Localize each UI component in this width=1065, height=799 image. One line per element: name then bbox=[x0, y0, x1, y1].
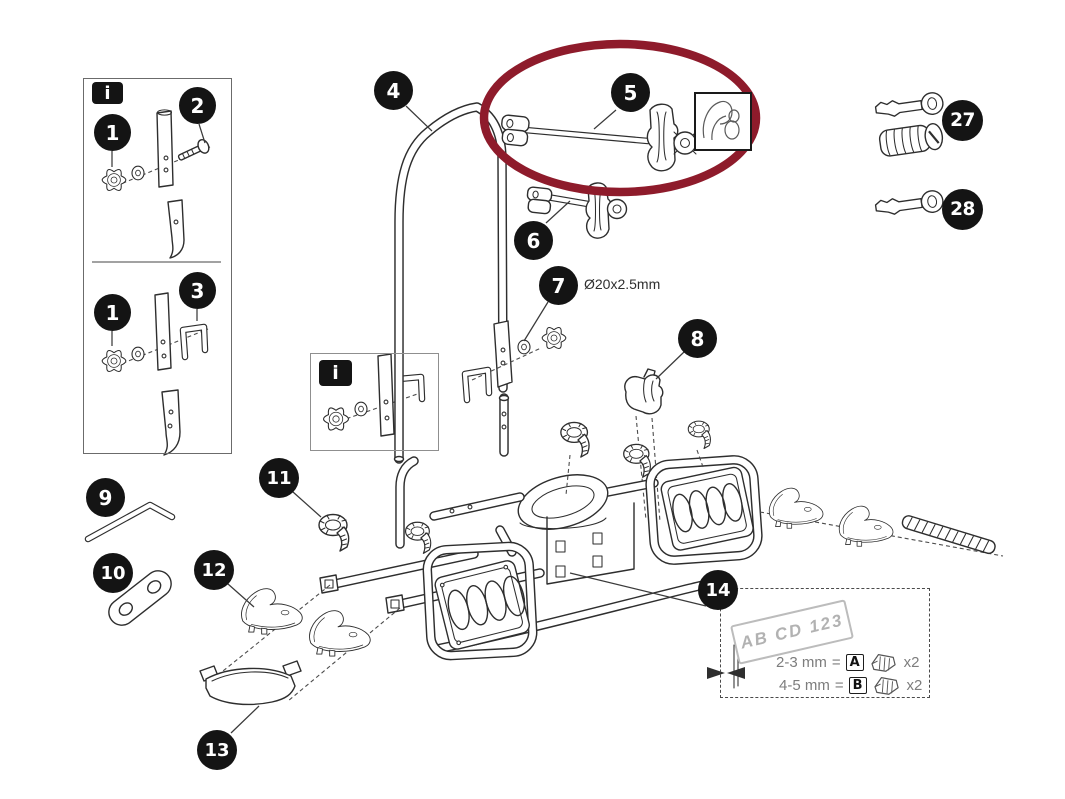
part8-bracket bbox=[624, 368, 664, 523]
callout-8: 8 bbox=[678, 319, 717, 358]
callout-4: 4 bbox=[374, 71, 413, 110]
right-exploded-parts bbox=[759, 487, 1004, 557]
part11-strap bbox=[318, 513, 350, 552]
info-badge-label: i bbox=[104, 82, 111, 104]
clip-icon bbox=[871, 654, 896, 672]
callout-9: 9 bbox=[86, 478, 125, 517]
highlight-ellipse bbox=[479, 39, 761, 197]
part28-key bbox=[873, 188, 945, 221]
clamp-detail-drawing bbox=[702, 100, 740, 141]
callout-1b: 1 bbox=[94, 294, 131, 331]
box1-lower-assembly bbox=[92, 261, 221, 456]
qty-a: x2 bbox=[903, 653, 920, 671]
callout-14: 14 bbox=[698, 570, 738, 610]
part10-plate bbox=[108, 570, 172, 626]
part13-bar bbox=[199, 660, 302, 706]
part7-hardware bbox=[461, 326, 567, 404]
clip-icon bbox=[873, 677, 899, 695]
leader-lines bbox=[111, 105, 707, 734]
callout-27: 27 bbox=[942, 100, 983, 141]
equals-b: = bbox=[834, 676, 844, 694]
info-badge-top: i bbox=[92, 82, 123, 104]
thickness-row-a: 2-3 mm = A x2 bbox=[776, 650, 920, 674]
plate-detail-box bbox=[720, 588, 930, 698]
thickness-row-b: 4-5 mm = B x2 bbox=[779, 673, 922, 697]
callout-12: 12 bbox=[194, 550, 234, 590]
letter-box-a: A bbox=[845, 653, 864, 671]
strap-coil bbox=[623, 443, 652, 478]
info-badge-mid: i bbox=[319, 360, 352, 386]
hardware-info-box bbox=[83, 78, 232, 454]
callout-10: 10 bbox=[93, 553, 133, 593]
part5-frame-holder bbox=[501, 103, 697, 172]
callout-1: 1 bbox=[94, 114, 131, 151]
part12-wheel-trays bbox=[212, 584, 401, 702]
range-b: 4-5 mm bbox=[779, 676, 830, 694]
callout-3: 3 bbox=[179, 272, 216, 309]
callout-13: 13 bbox=[197, 730, 237, 770]
dimension-label: Ø20x2.5mm bbox=[584, 276, 661, 292]
callout-5: 5 bbox=[611, 73, 650, 112]
part4-frame bbox=[393, 102, 513, 464]
box1-upper-assembly bbox=[101, 109, 211, 259]
part27-key-lock bbox=[873, 90, 945, 157]
infobox-assembly bbox=[322, 353, 427, 437]
strap-coil bbox=[404, 521, 432, 554]
mid-info-box bbox=[310, 353, 439, 451]
range-a: 2-3 mm bbox=[776, 653, 827, 671]
qty-b: x2 bbox=[906, 676, 923, 694]
strap-coil bbox=[687, 420, 712, 450]
callout-6: 6 bbox=[514, 221, 553, 260]
letter-box-b: B bbox=[848, 676, 867, 694]
detail-inset-box bbox=[694, 92, 752, 151]
callout-7: 7 bbox=[539, 266, 578, 305]
main-rack-assembly bbox=[319, 420, 763, 661]
callout-2: 2 bbox=[179, 87, 216, 124]
strap-coil bbox=[560, 421, 590, 458]
part9-allen-key bbox=[84, 501, 176, 543]
part6-frame-holder bbox=[526, 182, 628, 239]
info-badge-label: i bbox=[332, 362, 339, 384]
equals-a: = bbox=[831, 653, 841, 671]
callout-28: 28 bbox=[942, 189, 983, 230]
callout-11: 11 bbox=[259, 458, 299, 498]
